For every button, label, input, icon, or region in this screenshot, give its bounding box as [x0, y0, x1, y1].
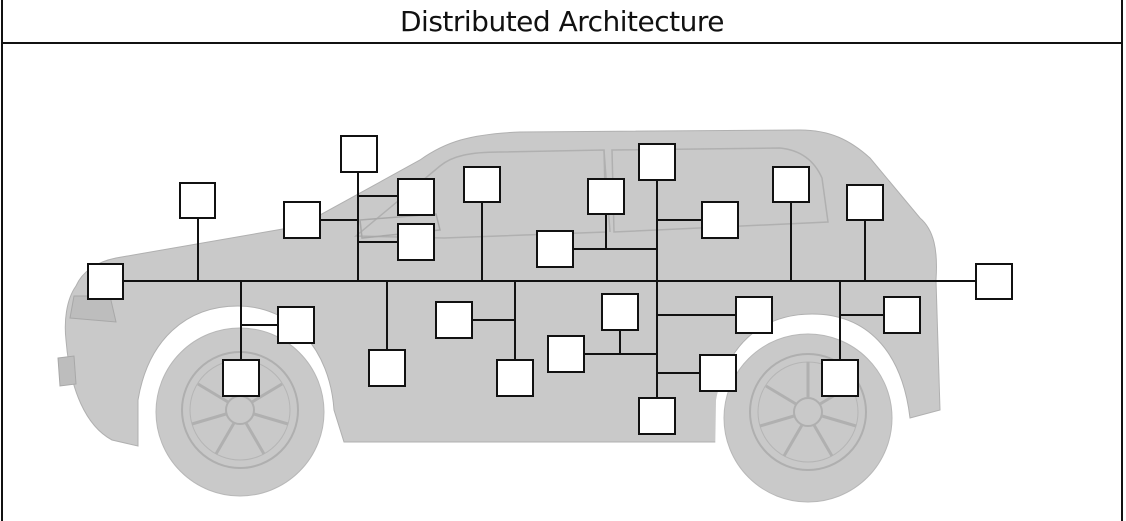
ecu-node [536, 230, 574, 268]
ecu-node [547, 335, 585, 373]
ecu-node [397, 223, 435, 261]
ecu-node [283, 201, 321, 239]
ecu-node [587, 178, 625, 215]
ecu-node [701, 201, 739, 239]
ecu-node [846, 184, 884, 221]
ecu-node [277, 306, 315, 344]
ecu-node [735, 296, 773, 334]
network-wiring [122, 172, 978, 398]
ecu-node [222, 359, 260, 397]
car-headlight [57, 355, 77, 387]
front-wheel-icon [155, 327, 325, 497]
ecu-nodes [87, 135, 1013, 435]
ecu-node [87, 263, 124, 300]
rear-wheel-icon [723, 333, 893, 503]
ecu-node [179, 182, 216, 219]
ecu-node [435, 301, 473, 339]
ecu-node [601, 293, 639, 331]
car-window-rear [611, 147, 829, 233]
ecu-node [975, 263, 1013, 300]
ecu-node [463, 166, 501, 203]
ecu-node [883, 296, 921, 334]
car-window-front [353, 149, 607, 239]
page-title: Distributed Architecture [399, 4, 725, 38]
ecu-node [496, 359, 534, 397]
ecu-node [638, 397, 676, 435]
title-bar: Distributed Architecture [3, 0, 1121, 44]
ecu-node [397, 178, 435, 216]
ecu-node [772, 166, 810, 203]
ecu-node [699, 354, 737, 392]
ecu-node [821, 359, 859, 397]
ecu-node [368, 349, 406, 387]
ecu-node [638, 143, 676, 181]
ecu-node [340, 135, 378, 173]
